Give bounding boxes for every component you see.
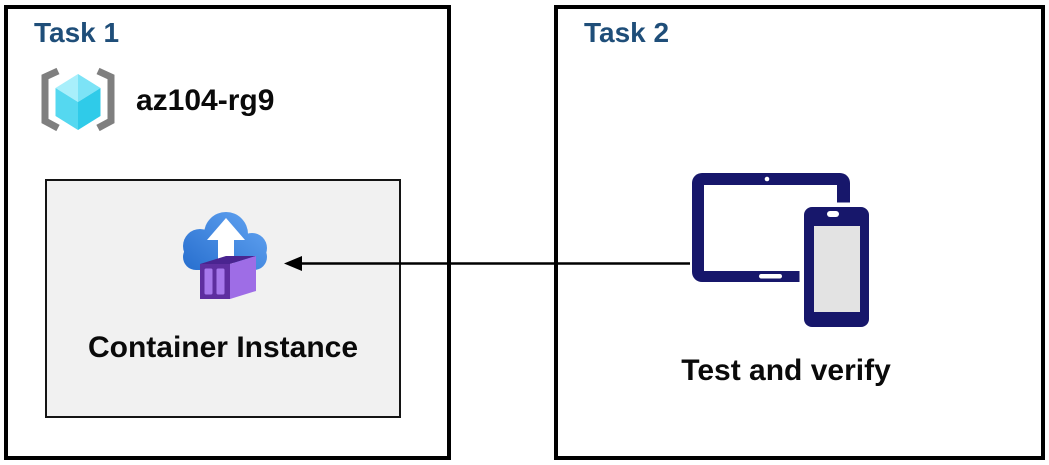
task2-box: Task 2 Test and verify [554,5,1045,460]
container-instance-box: Container Instance [45,179,401,418]
devices-icon [692,173,874,331]
task1-box: Task 1 az104-rg9 [4,5,451,460]
resource-group-name: az104-rg9 [136,84,275,117]
resource-group-icon [41,67,115,132]
container-instance-icon [183,212,267,299]
container-box [200,256,256,299]
test-and-verify-label: Test and verify [681,354,891,387]
upload-arrow [207,218,245,266]
task1-title: Task 1 [34,17,120,48]
container-instance-label: Container Instance [87,331,359,364]
task2-title: Task 2 [584,17,670,48]
phone-shape [799,202,874,331]
resource-group-row: az104-rg9 [36,66,274,136]
